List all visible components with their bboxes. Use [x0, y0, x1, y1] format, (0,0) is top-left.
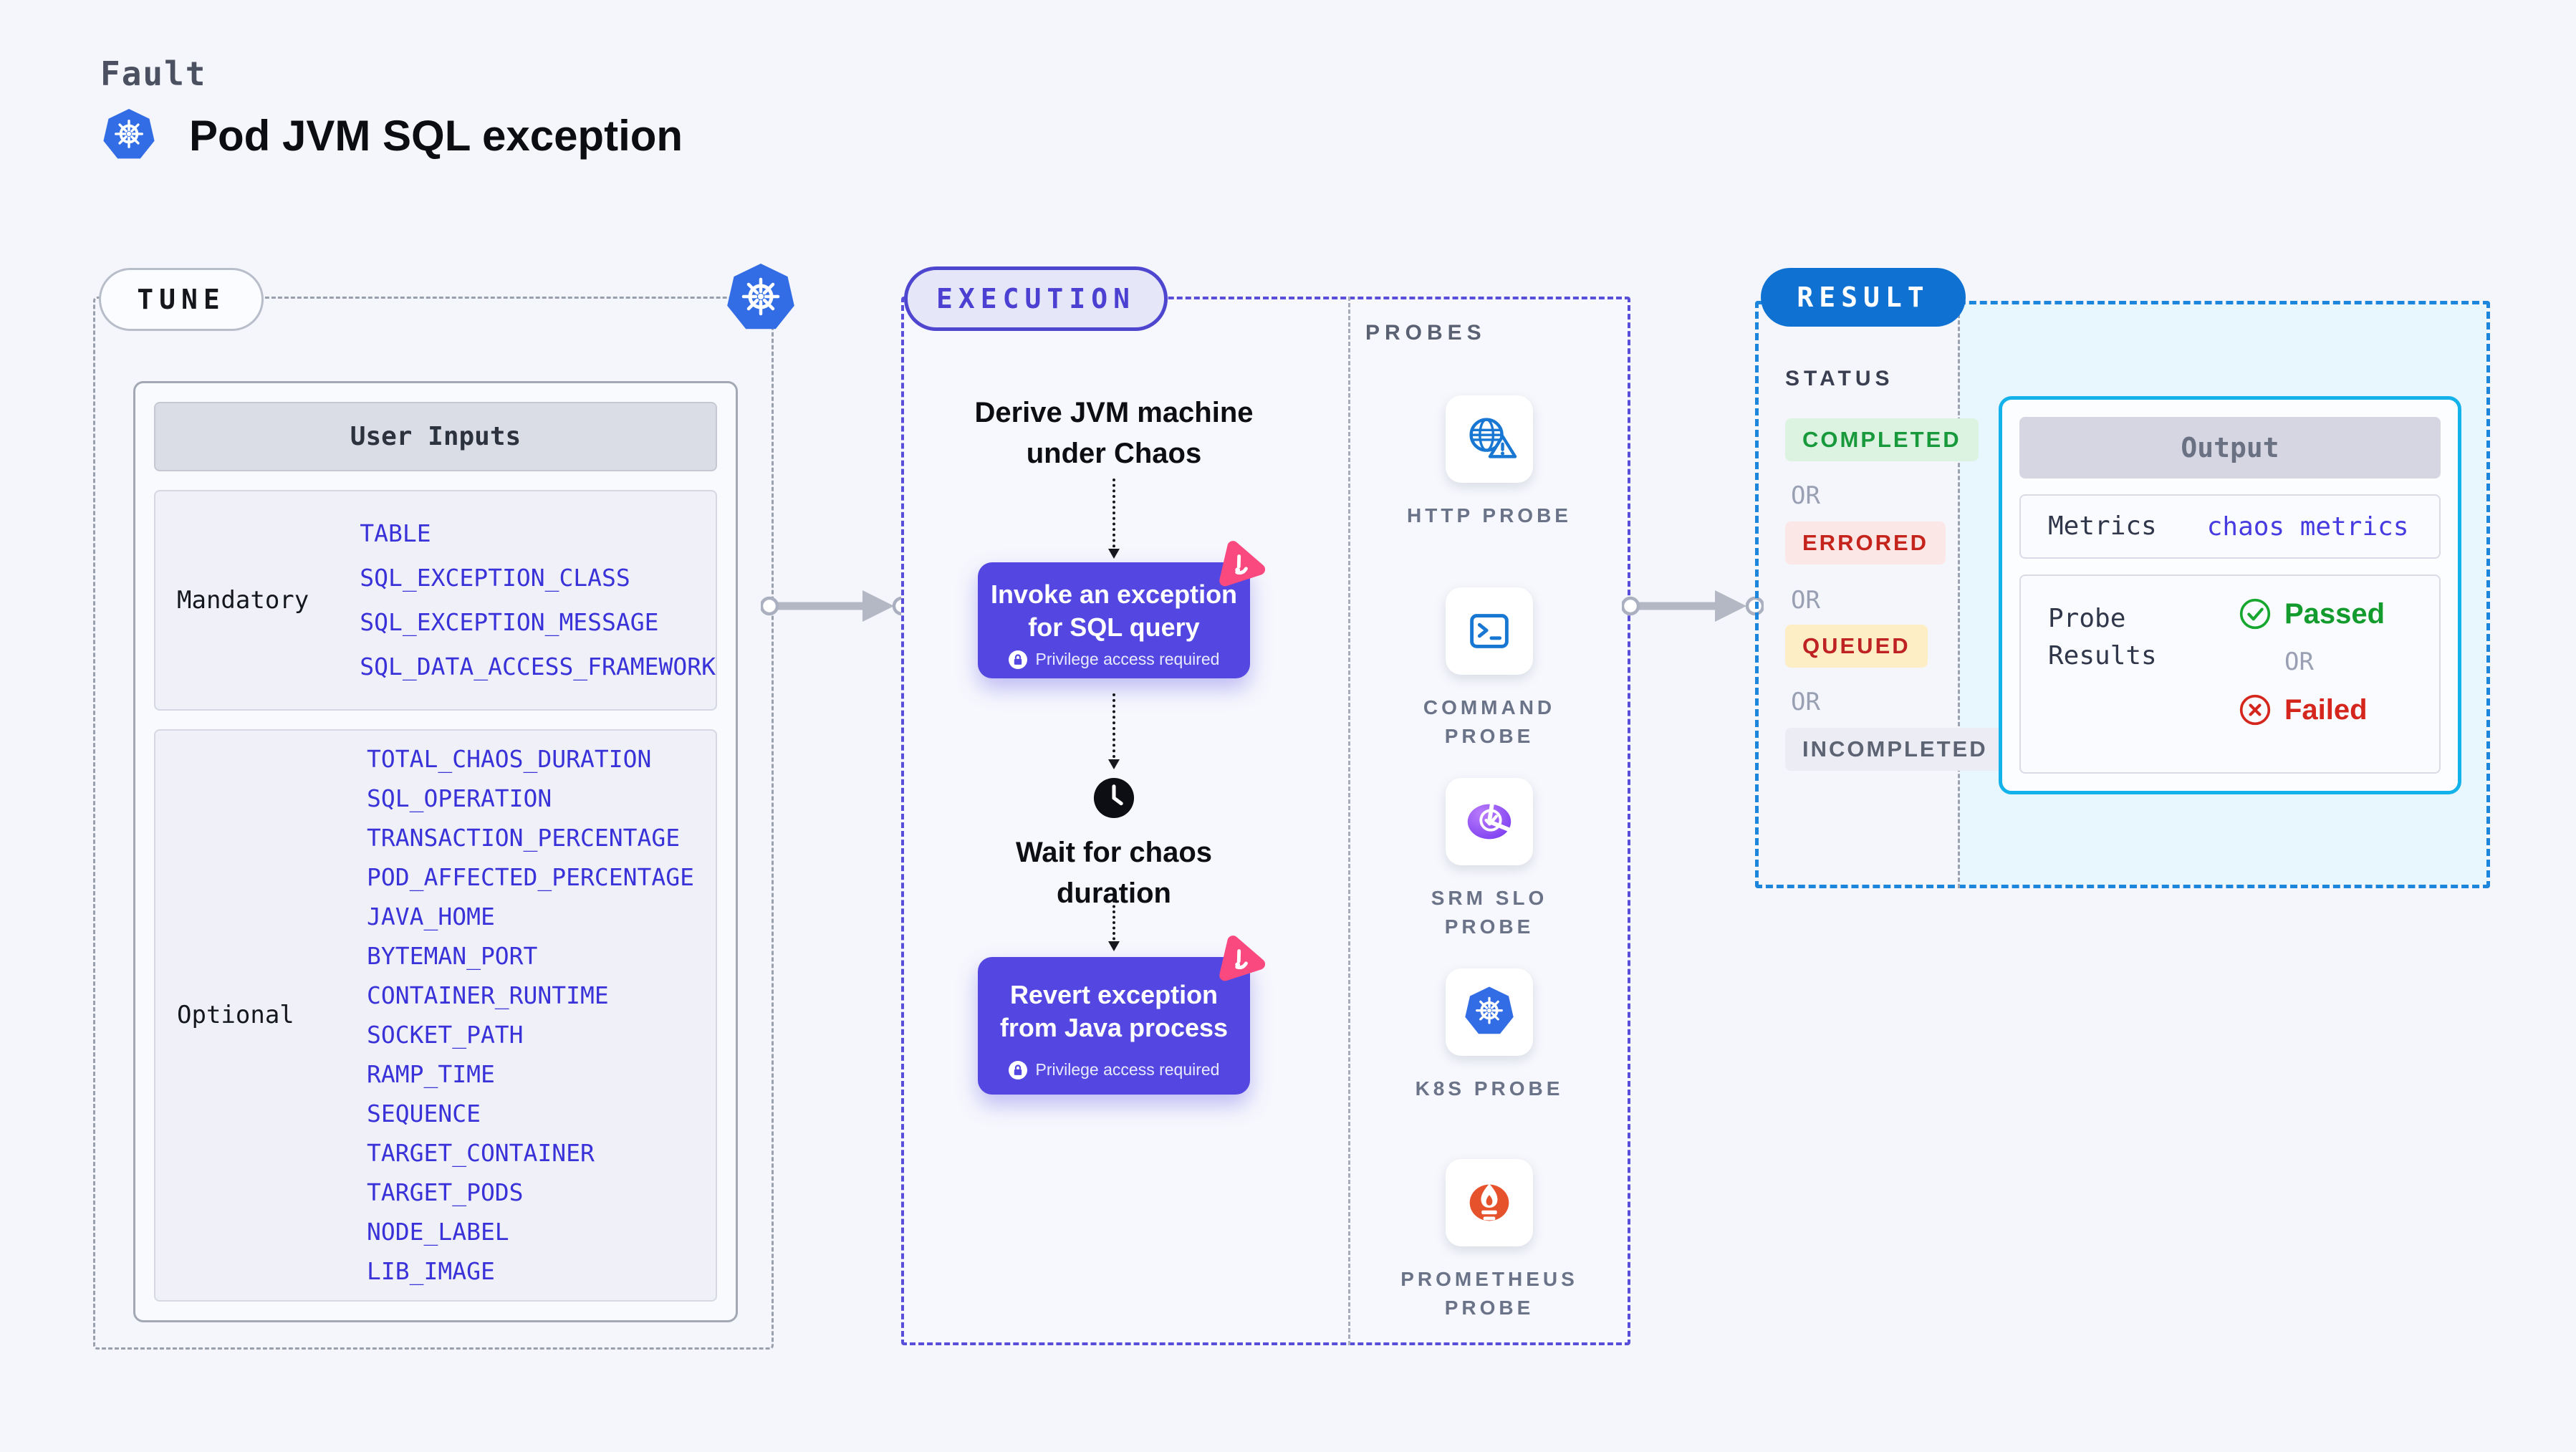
param-link[interactable]: CONTAINER_RUNTIME [367, 981, 609, 1010]
status-title: STATUS [1785, 367, 1894, 390]
param-link[interactable]: SQL_DATA_ACCESS_FRAMEWORK [360, 652, 716, 681]
metrics-label: Metrics [2048, 511, 2157, 541]
tune-pill: TUNE [99, 268, 264, 331]
result-section [1755, 301, 2490, 888]
page-title: Pod JVM SQL exception [189, 112, 683, 160]
probe-label: COMMAND PROBE [1423, 696, 1556, 747]
invoke-step-label: Invoke an exception for SQL query [990, 580, 1238, 642]
param-link[interactable]: POD_AFFECTED_PERCENTAGE [367, 863, 694, 892]
param-link[interactable]: TARGET_CONTAINER [367, 1139, 595, 1168]
revert-step-label: Revert exception from Java process [999, 980, 1229, 1042]
output-card: Output Metrics chaos metrics Probe Resul… [1999, 396, 2461, 794]
k8s-probe-card [1446, 968, 1533, 1056]
param-link[interactable]: JAVA_HOME [367, 903, 495, 931]
srm-slo-probe-icon [1461, 794, 1517, 850]
http-probe-card [1446, 395, 1533, 483]
probe-label: HTTP PROBE [1407, 504, 1572, 527]
param-link[interactable]: SQL_OPERATION [367, 784, 552, 813]
litmus-chaos-icon [1211, 931, 1267, 986]
user-inputs-card: User Inputs Mandatory TABLE SQL_EXCEPTION… [133, 381, 738, 1322]
revert-exception-node: Revert exception from Java process Privi… [978, 957, 1250, 1095]
down-arrow-icon [1108, 900, 1120, 951]
invoke-exception-node: Invoke an exception for SQL query Privil… [978, 562, 1250, 678]
optional-params: TOTAL_CHAOS_DURATION SQL_OPERATION TRANSAC… [367, 731, 694, 1300]
status-badge-incompleted: INCOMPLETED [1785, 728, 2005, 771]
down-arrow-icon [1108, 693, 1120, 769]
user-inputs-title: User Inputs [154, 402, 717, 472]
metrics-value-link[interactable]: chaos metrics [2206, 511, 2409, 542]
k8s-probe-icon [1464, 986, 1515, 1039]
derive-step: Derive JVM machine under Chaos [974, 397, 1254, 469]
status-badge-queued: QUEUED [1785, 625, 1928, 668]
tune-section [93, 297, 774, 1350]
param-link[interactable]: SOCKET_PATH [367, 1021, 524, 1049]
clock-icon [1090, 774, 1138, 822]
http-probe-icon [1461, 411, 1517, 467]
or-label: OR [1791, 586, 1820, 615]
status-badge-errored: ERRORED [1785, 521, 1946, 564]
result-pill: RESULT [1761, 268, 1966, 327]
lock-icon [1009, 650, 1027, 669]
failed-label: Failed [2284, 693, 2368, 726]
param-link[interactable]: BYTEMAN_PORT [367, 942, 538, 971]
metrics-row: Metrics chaos metrics [2019, 494, 2441, 559]
param-link[interactable]: TRANSACTION_PERCENTAGE [367, 824, 681, 852]
down-arrow-icon [1108, 479, 1120, 559]
result-divider [1958, 301, 1960, 888]
srm-slo-probe-card [1446, 778, 1533, 865]
execution-pill: EXECUTION [904, 266, 1168, 331]
mandatory-label: Mandatory [177, 585, 309, 615]
command-probe-card [1446, 587, 1533, 675]
param-link[interactable]: TABLE [360, 519, 431, 547]
kubernetes-icon [725, 262, 797, 337]
param-link[interactable]: SEQUENCE [367, 1100, 481, 1128]
param-link[interactable]: SQL_EXCEPTION_MESSAGE [360, 607, 659, 636]
passed-label: Passed [2284, 597, 2385, 630]
command-probe-icon [1461, 603, 1517, 659]
x-circle-icon [2239, 693, 2272, 726]
or-label: OR [2284, 648, 2314, 676]
optional-row: Optional TOTAL_CHAOS_DURATION SQL_OPERATI… [154, 729, 717, 1302]
privilege-note: Privilege access required [1035, 650, 1220, 668]
probe-results-label: Probe Results [2048, 604, 2157, 670]
or-label: OR [1791, 481, 1820, 510]
arrow-right-icon [1622, 590, 1764, 622]
param-link[interactable]: SQL_EXCEPTION_CLASS [360, 563, 630, 592]
status-badge-completed: COMPLETED [1785, 418, 1979, 461]
param-link[interactable]: NODE_LABEL [367, 1218, 509, 1246]
arrow-right-icon [761, 585, 911, 628]
fault-kicker: Fault [100, 54, 207, 93]
probe-label: K8S PROBE [1415, 1077, 1564, 1100]
probe-results-row: Probe Results Passed OR Failed [2019, 574, 2441, 774]
lock-icon [1009, 1061, 1027, 1080]
probes-divider [1348, 297, 1350, 1345]
param-link[interactable]: TOTAL_CHAOS_DURATION [367, 745, 652, 774]
param-link[interactable]: TARGET_PODS [367, 1178, 524, 1207]
or-label: OR [1791, 688, 1820, 716]
optional-label: Optional [177, 1001, 294, 1030]
probes-title: PROBES [1365, 321, 1486, 345]
kubernetes-icon [102, 107, 156, 165]
probe-label: SRM SLO PROBE [1431, 887, 1548, 938]
wait-step: Wait for chaos duration [1015, 837, 1213, 909]
litmus-chaos-icon [1211, 536, 1267, 592]
mandatory-row: Mandatory TABLE SQL_EXCEPTION_CLASS SQL_EX… [154, 490, 717, 711]
prometheus-probe-icon [1461, 1175, 1517, 1231]
privilege-note: Privilege access required [1035, 1060, 1220, 1079]
probe-label: PROMETHEUS PROBE [1400, 1268, 1578, 1319]
check-circle-icon [2239, 597, 2272, 630]
prometheus-probe-card [1446, 1159, 1533, 1246]
output-title: Output [2019, 417, 2441, 479]
mandatory-params: TABLE SQL_EXCEPTION_CLASS SQL_EXCEPTION_ME… [360, 491, 716, 708]
param-link[interactable]: RAMP_TIME [367, 1060, 495, 1089]
param-link[interactable]: LIB_IMAGE [367, 1257, 495, 1286]
